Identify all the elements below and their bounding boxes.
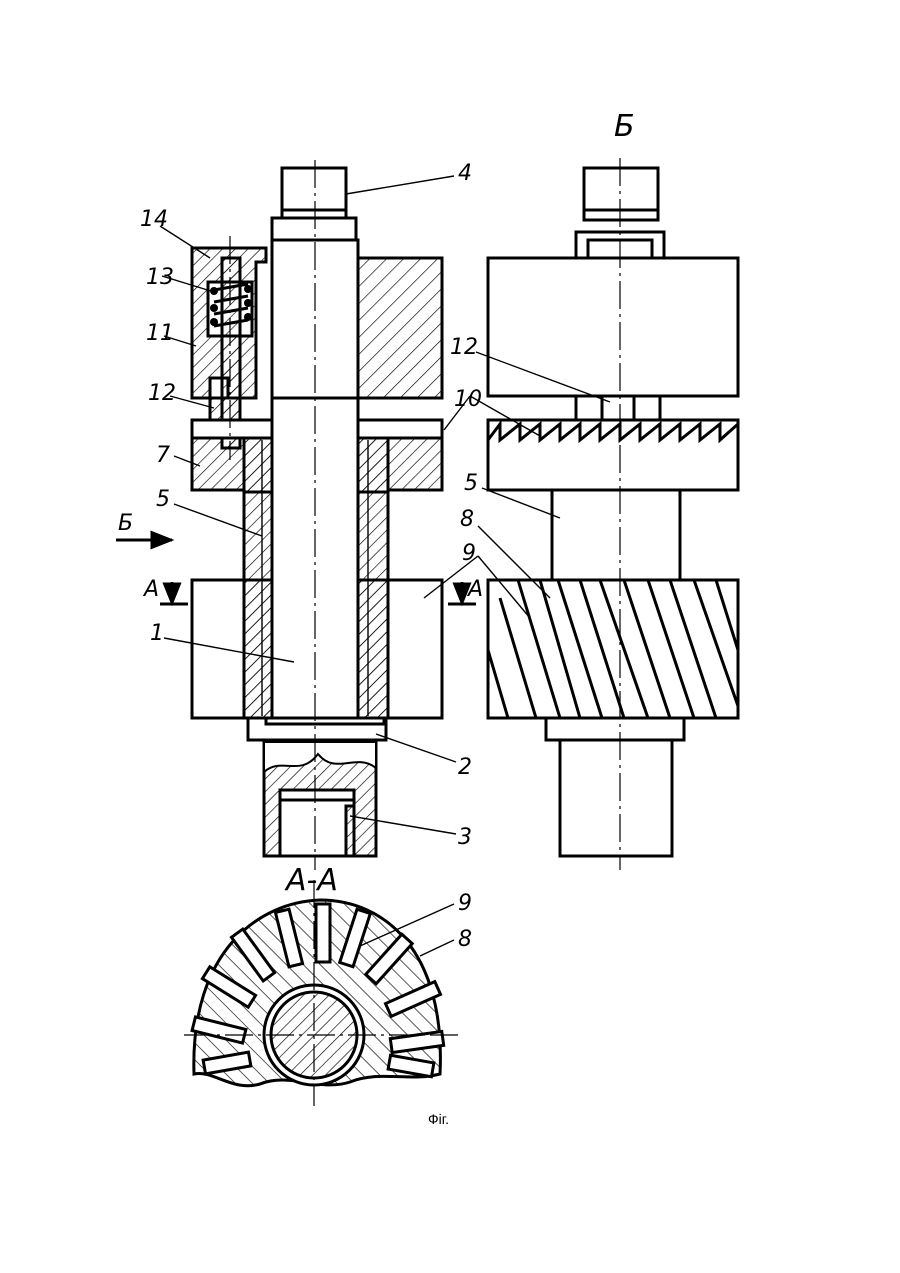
side-view <box>488 158 738 870</box>
ratchet-plate-right <box>358 420 442 438</box>
cutter-hatch-left <box>244 580 272 718</box>
callout-11: 11 <box>146 321 174 346</box>
section-mark-right: А <box>466 577 483 602</box>
callout-4: 4 <box>458 161 472 186</box>
cutter-hatch-right <box>358 580 388 718</box>
drive-disk-left <box>192 438 272 492</box>
section-callout-9: 9 <box>458 891 472 916</box>
side-upper-block <box>488 258 738 396</box>
side-callout-9: 9 <box>462 541 476 566</box>
callout-5: 5 <box>156 487 170 512</box>
view-arrow-label: Б <box>118 511 133 536</box>
cutter-body-left <box>192 580 244 718</box>
drive-disk-right <box>358 438 442 492</box>
section-mark-left: А <box>142 577 159 602</box>
side-callout-10: 10 <box>454 387 482 412</box>
section-callout-8: 8 <box>458 927 472 952</box>
side-sleeve <box>552 490 680 580</box>
callout-14: 14 <box>140 207 168 232</box>
callout-2: 2 <box>458 755 472 780</box>
callout-12: 12 <box>148 381 176 406</box>
figure-caption: Фіг. <box>428 1111 449 1127</box>
side-callout-5: 5 <box>464 471 478 496</box>
side-callout-12: 12 <box>450 335 478 360</box>
upper-housing-block <box>358 258 442 398</box>
section-title: А-А <box>284 863 338 898</box>
callout-1: 1 <box>150 621 164 646</box>
side-washer <box>546 718 684 740</box>
section-marker-left <box>160 582 188 604</box>
section-a-a-view <box>184 880 458 1106</box>
callout-7: 7 <box>156 443 170 468</box>
callout-3: 3 <box>458 825 472 850</box>
ratchet-plate-left <box>192 420 272 438</box>
side-holder <box>560 740 672 856</box>
shaft-upper <box>272 218 356 240</box>
callout-13: 13 <box>146 265 174 290</box>
side-shaft-top <box>584 168 658 220</box>
side-callout-8: 8 <box>460 507 474 532</box>
cutter-body-right <box>388 580 442 718</box>
view-label: Б <box>614 109 635 144</box>
